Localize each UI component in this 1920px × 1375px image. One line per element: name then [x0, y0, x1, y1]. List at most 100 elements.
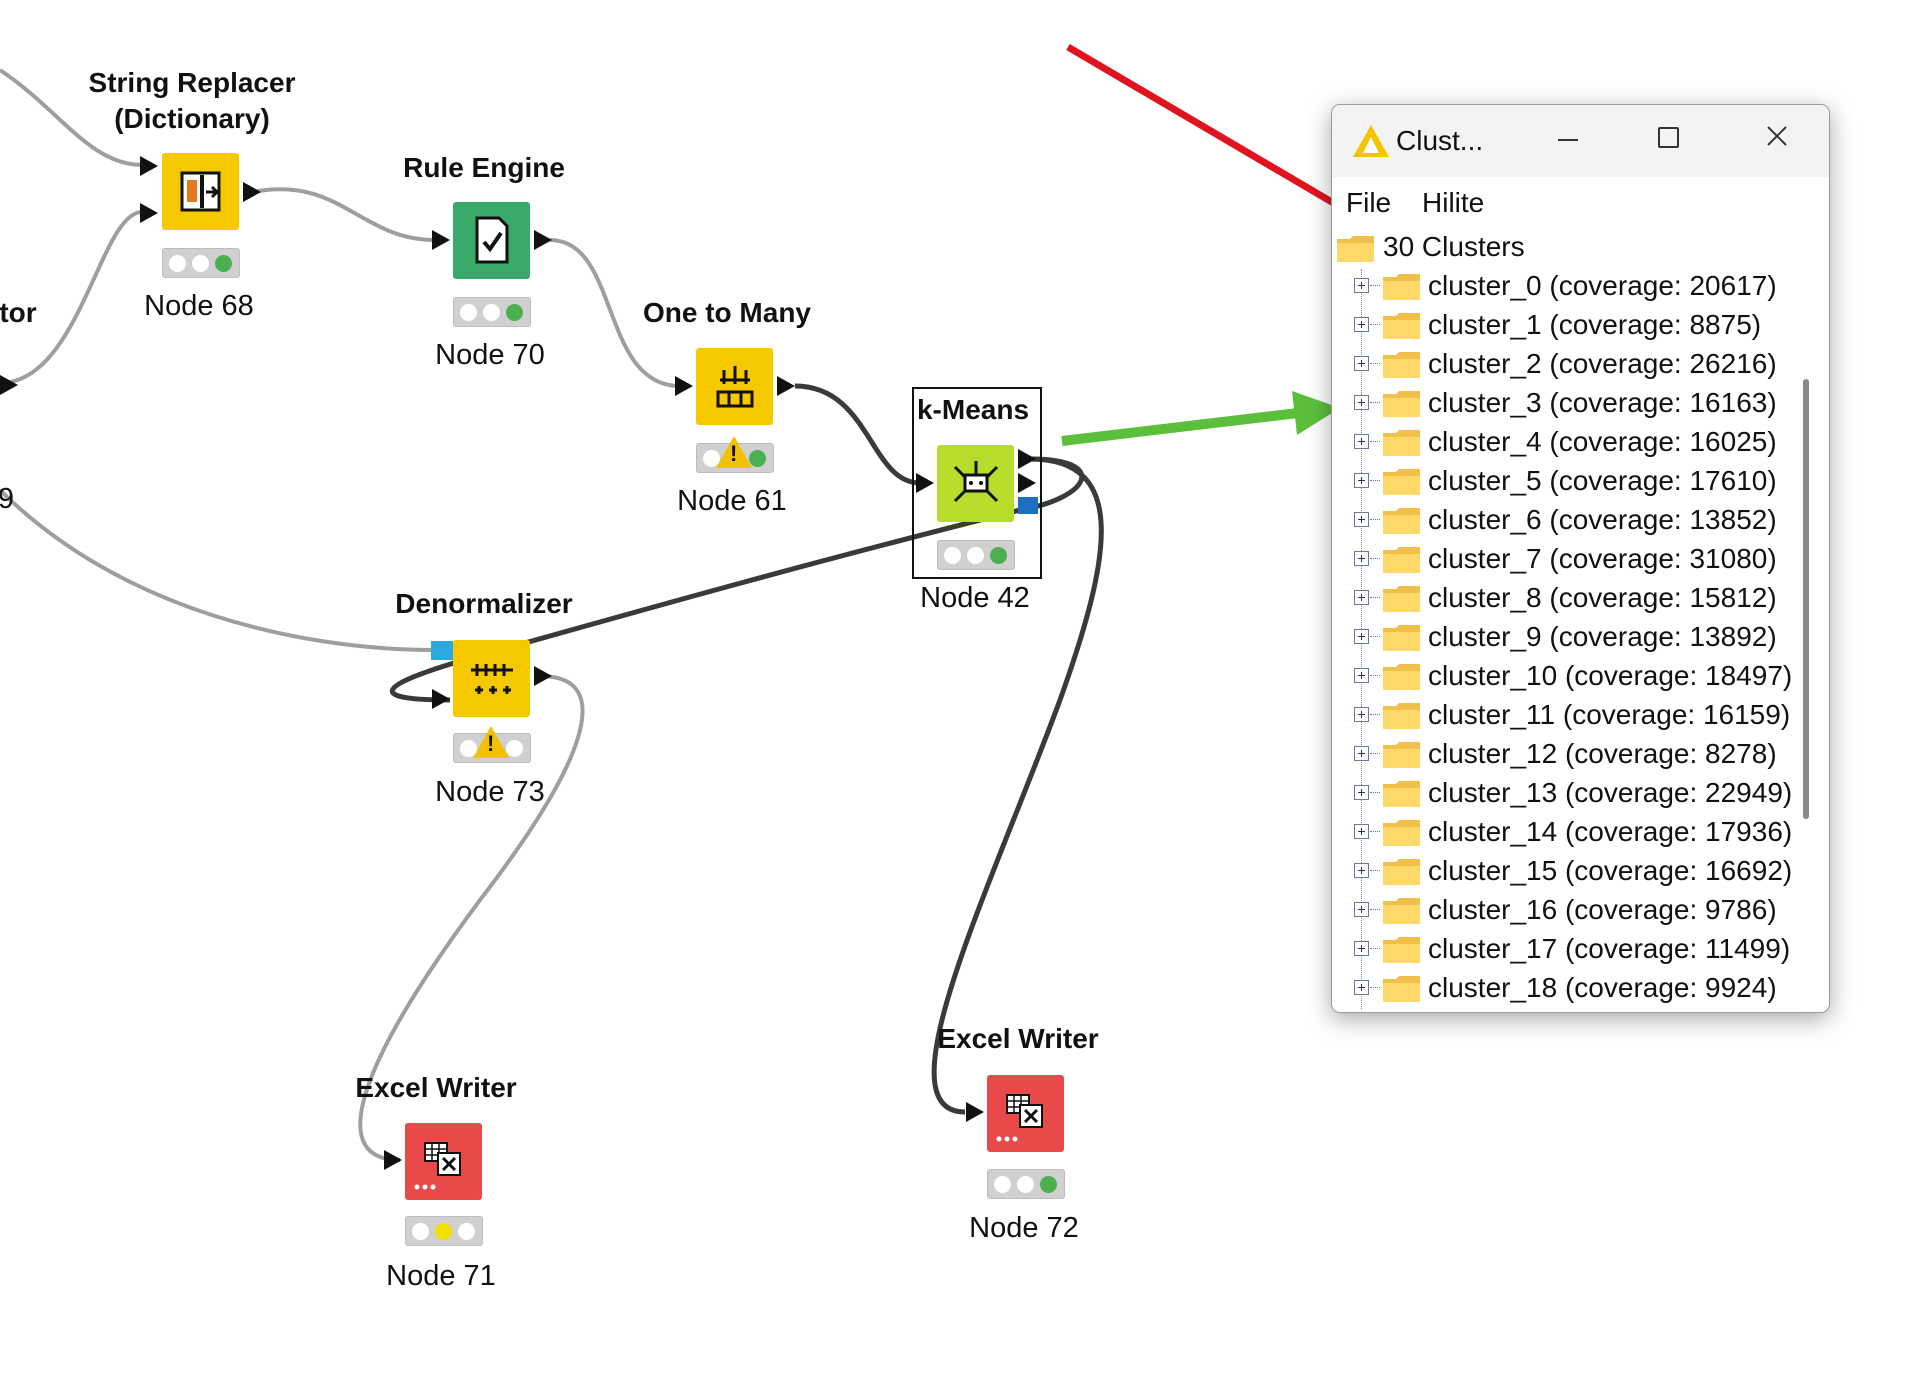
- close-button[interactable]: [1742, 105, 1822, 165]
- node-73-denormalizer[interactable]: [453, 640, 530, 717]
- menu-file[interactable]: File: [1346, 187, 1392, 218]
- tree-connector: [1370, 363, 1380, 364]
- node-68-string-replacer[interactable]: [162, 153, 239, 230]
- node-73-label: Node 73: [435, 776, 545, 808]
- folder-icon: [1383, 508, 1420, 534]
- node-42-model-port[interactable]: [1018, 497, 1038, 514]
- tree-root-label: 30 Clusters: [1383, 231, 1525, 262]
- plus-box-icon[interactable]: [1354, 902, 1369, 917]
- plus-box-icon[interactable]: [1354, 278, 1369, 293]
- cluster-row[interactable]: cluster_18 (coverage: 9924): [1332, 970, 1822, 1008]
- kmeans-icon: [953, 461, 999, 503]
- cluster-row[interactable]: cluster_3 (coverage: 16163): [1332, 385, 1822, 423]
- node-71-input-port[interactable]: [384, 1150, 402, 1170]
- node-73-warning-icon: !: [473, 726, 509, 758]
- cluster-row[interactable]: cluster_5 (coverage: 17610): [1332, 463, 1822, 501]
- plus-box-icon[interactable]: [1354, 863, 1369, 878]
- rule-document-icon: [475, 216, 509, 264]
- cluster-row[interactable]: cluster_13 (coverage: 22949): [1332, 775, 1822, 813]
- cluster-coverage: (coverage: 22949): [1564, 777, 1793, 808]
- node-68-input-port-2[interactable]: [140, 203, 158, 223]
- node-72-status: [987, 1169, 1065, 1199]
- plus-box-icon[interactable]: [1354, 434, 1369, 449]
- node-71-excel-writer[interactable]: [405, 1123, 482, 1200]
- cluster-row[interactable]: cluster_8 (coverage: 15812): [1332, 580, 1822, 618]
- node-72-excel-writer[interactable]: [987, 1075, 1064, 1152]
- cluster-row[interactable]: cluster_14 (coverage: 17936): [1332, 814, 1822, 852]
- cluster-row[interactable]: cluster_15 (coverage: 16692): [1332, 853, 1822, 891]
- plus-box-icon[interactable]: [1354, 512, 1369, 527]
- plus-box-icon[interactable]: [1354, 551, 1369, 566]
- plus-box-icon[interactable]: [1354, 590, 1369, 605]
- tree-root[interactable]: 30 Clusters: [1332, 229, 1822, 267]
- maximize-button[interactable]: [1632, 105, 1702, 165]
- node-61-output-port[interactable]: [777, 376, 795, 396]
- plus-box-icon[interactable]: [1354, 980, 1369, 995]
- plus-box-icon[interactable]: [1354, 473, 1369, 488]
- plus-box-icon[interactable]: [1354, 395, 1369, 410]
- window-titlebar[interactable]: Clust...: [1332, 105, 1829, 177]
- cluster-label: cluster_2 (coverage: 26216): [1428, 348, 1777, 380]
- tree-connector: [1370, 909, 1380, 910]
- node-72-input-port[interactable]: [966, 1102, 984, 1122]
- cluster-row[interactable]: cluster_9 (coverage: 13892): [1332, 619, 1822, 657]
- cluster-row[interactable]: cluster_17 (coverage: 11499): [1332, 931, 1822, 969]
- plus-box-icon[interactable]: [1354, 941, 1369, 956]
- cluster-label: cluster_16 (coverage: 9786): [1428, 894, 1777, 926]
- node-61-input-port[interactable]: [675, 376, 693, 396]
- partial-node-output-port[interactable]: [0, 375, 18, 395]
- node-70-rule-engine[interactable]: [453, 202, 530, 279]
- node-42-input-port[interactable]: [916, 473, 934, 493]
- cluster-row[interactable]: cluster_10 (coverage: 18497): [1332, 658, 1822, 696]
- plus-box-icon[interactable]: [1354, 785, 1369, 800]
- node-68-input-port-1[interactable]: [140, 156, 158, 176]
- cluster-row[interactable]: cluster_4 (coverage: 16025): [1332, 424, 1822, 462]
- cluster-row[interactable]: cluster_11 (coverage: 16159): [1332, 697, 1822, 735]
- plus-box-icon[interactable]: [1354, 668, 1369, 683]
- plus-box-icon[interactable]: [1354, 629, 1369, 644]
- minimize-button[interactable]: [1532, 105, 1602, 165]
- cluster-row[interactable]: cluster_6 (coverage: 13852): [1332, 502, 1822, 540]
- node-61-one-to-many[interactable]: [696, 348, 773, 425]
- plus-box-icon[interactable]: [1354, 824, 1369, 839]
- node-42-kmeans[interactable]: [937, 445, 1014, 522]
- node-73-output-port[interactable]: [534, 666, 552, 686]
- folder-icon: [1383, 937, 1420, 963]
- node-42-output-port-2[interactable]: [1018, 473, 1036, 493]
- plus-box-icon[interactable]: [1354, 317, 1369, 332]
- tree-connector: [1370, 675, 1380, 676]
- partial-node-label: 9: [0, 483, 15, 515]
- cluster-coverage: (coverage: 15812): [1549, 582, 1777, 613]
- cluster-tree[interactable]: 30 Clusters cluster_0 (coverage: 20617)c…: [1332, 229, 1822, 1012]
- node-73-model-input-port[interactable]: [431, 641, 453, 660]
- wire-73-71: [358, 674, 585, 1162]
- plus-box-icon[interactable]: [1354, 356, 1369, 371]
- node-73-input-port[interactable]: [432, 689, 450, 709]
- tree-connector: [1370, 948, 1380, 949]
- cluster-row[interactable]: cluster_2 (coverage: 26216): [1332, 346, 1822, 384]
- plus-box-icon[interactable]: [1354, 746, 1369, 761]
- node-42-title: k-Means: [916, 394, 1030, 425]
- string-replacer-icon: [180, 171, 221, 212]
- cluster-row[interactable]: cluster_16 (coverage: 9786): [1332, 892, 1822, 930]
- tree-scrollbar[interactable]: [1803, 379, 1809, 819]
- cluster-row[interactable]: cluster_12 (coverage: 8278): [1332, 736, 1822, 774]
- close-icon: [1767, 126, 1787, 146]
- folder-icon: [1337, 236, 1374, 262]
- folder-icon: [1383, 820, 1420, 846]
- plus-box-icon[interactable]: [1354, 707, 1369, 722]
- node-68-output-port[interactable]: [243, 182, 261, 202]
- node-70-output-port[interactable]: [534, 230, 552, 250]
- excel-writer-icon: [414, 1142, 461, 1190]
- cluster-row[interactable]: cluster_1 (coverage: 8875): [1332, 307, 1822, 345]
- green-annotation-arrow: [1061, 408, 1299, 446]
- tree-connector: [1370, 753, 1380, 754]
- node-42-output-port-1[interactable]: [1018, 449, 1036, 469]
- node-70-input-port[interactable]: [432, 230, 450, 250]
- cluster-row[interactable]: cluster_0 (coverage: 20617): [1332, 268, 1822, 306]
- cluster-row[interactable]: cluster_7 (coverage: 31080): [1332, 541, 1822, 579]
- cluster-name: cluster_16: [1428, 894, 1558, 925]
- tree-connector: [1370, 714, 1380, 715]
- cluster-view-window[interactable]: Clust... File Hilite 30 Clusters cluster…: [1331, 104, 1830, 1013]
- menu-hilite[interactable]: Hilite: [1422, 187, 1485, 218]
